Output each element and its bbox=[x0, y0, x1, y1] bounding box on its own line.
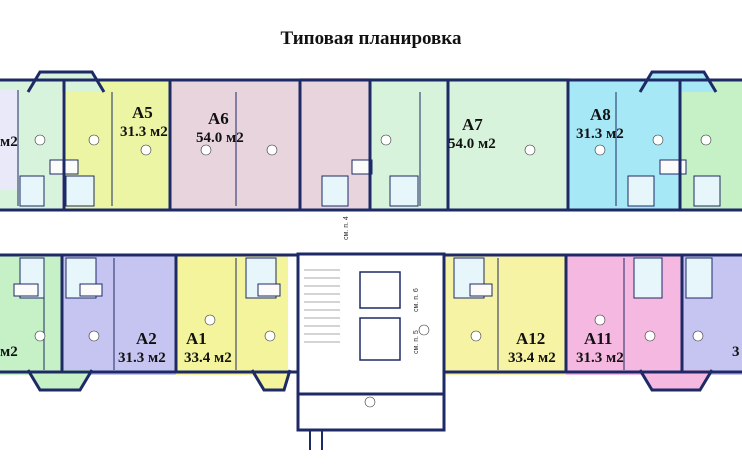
apartment-a8-area: 31.3 м2 bbox=[576, 126, 624, 142]
kitchen-counters bbox=[13, 159, 687, 297]
corridor bbox=[0, 212, 742, 254]
bay-window-bottom-2 bbox=[250, 369, 292, 392]
apartment-a12-id: A12 bbox=[516, 329, 545, 348]
page-title: Типовая планировка bbox=[280, 28, 462, 49]
apartment-a5-id: A5 bbox=[132, 103, 153, 122]
apartment-a8-id: A8 bbox=[590, 105, 611, 124]
apartment-a1-id: A1 bbox=[186, 329, 207, 348]
stair-core bbox=[296, 252, 446, 396]
apartment-a11-area: 31.3 м2 bbox=[576, 350, 624, 366]
bathroom-blocks bbox=[19, 175, 721, 299]
stair-vestibule bbox=[296, 394, 446, 432]
room-number-markers bbox=[34, 134, 712, 408]
stair-note-2: см. п. 6 bbox=[413, 288, 420, 312]
apartment-a2-id: A2 bbox=[136, 329, 157, 348]
apartment-a7-area: 54.0 м2 bbox=[448, 136, 496, 152]
partial-label-right-bottom: 3 bbox=[732, 344, 740, 360]
bay-window-top-1 bbox=[26, 70, 106, 93]
stair-note-1: см. п. 4 bbox=[343, 216, 350, 240]
apartment-a8-fill bbox=[568, 80, 680, 210]
apartment-a6-fill bbox=[170, 80, 300, 210]
partial-label-left-bottom: м2 bbox=[0, 344, 18, 360]
bay-window-top-2 bbox=[638, 70, 718, 93]
bay-window-bottom-3 bbox=[638, 369, 714, 392]
apartment-a11-id: A11 bbox=[584, 329, 612, 348]
apartment-a1-area: 33.4 м2 bbox=[184, 350, 232, 366]
stair-flight bbox=[359, 317, 401, 361]
entrance-steps bbox=[309, 430, 323, 450]
apartment-a6-area: 54.0 м2 bbox=[196, 130, 244, 146]
apartment-a6-id: A6 bbox=[208, 109, 229, 128]
stair-steps bbox=[304, 269, 340, 343]
partition-walls bbox=[17, 90, 625, 370]
stair-note-3: см. п. 5 bbox=[413, 330, 420, 354]
apartment-a12-area: 33.4 м2 bbox=[508, 350, 556, 366]
partial-label-left-top: м2 bbox=[0, 134, 18, 150]
bay-window-bottom-1 bbox=[26, 369, 94, 392]
apartment-left-partial-top-room bbox=[0, 90, 18, 190]
apartment-a2-area: 31.3 м2 bbox=[118, 350, 166, 366]
walls bbox=[0, 78, 742, 374]
apartment-a7-id: A7 bbox=[462, 115, 483, 134]
elevator-shaft bbox=[359, 271, 401, 309]
apartment-a5-area: 31.3 м2 bbox=[120, 124, 168, 140]
